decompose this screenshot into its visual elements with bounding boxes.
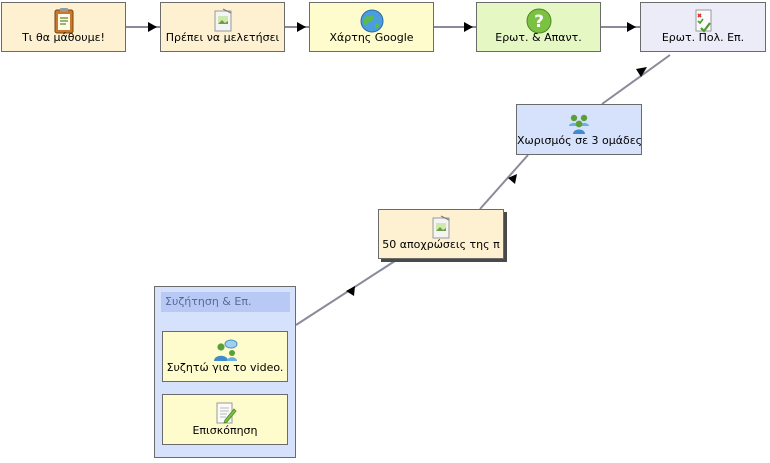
edge-6-7 xyxy=(479,154,529,210)
clipboard-notes-icon xyxy=(54,8,73,34)
node-multiple-choice[interactable]: Ερωτ. Πολ. Επ. xyxy=(640,2,766,52)
node-google-map[interactable]: Χάρτης Google xyxy=(309,2,434,52)
node-split-groups[interactable]: Χωρισμός σε 3 ομάδες xyxy=(516,104,642,155)
question-mark-icon: ? xyxy=(526,8,551,34)
picture-document-icon xyxy=(214,8,231,32)
node-discuss-video[interactable]: Συζητώ για το video. xyxy=(162,331,288,382)
node-50-shades[interactable]: 50 αποχρώσεις της π xyxy=(378,209,504,259)
arrowhead xyxy=(297,22,306,32)
discussion-people-icon xyxy=(214,339,238,361)
arrowhead xyxy=(636,67,647,77)
node-label: Ερωτ. Πολ. Επ. xyxy=(661,31,745,44)
edge-5-6 xyxy=(601,54,671,105)
node-qa[interactable]: ? Ερωτ. & Απαντ. xyxy=(476,2,601,52)
group-people-icon xyxy=(569,114,589,134)
arrowhead xyxy=(148,22,157,32)
picture-document-icon xyxy=(432,215,450,239)
arrowhead xyxy=(464,22,473,32)
node-ti-tha-mathoume[interactable]: Τι θα μάθουμε! xyxy=(1,2,126,52)
group-title: Συζήτηση & Επ. xyxy=(161,292,290,312)
node-label: Επισκόπηση xyxy=(192,424,258,437)
arrowhead xyxy=(508,174,517,184)
node-label: Τι θα μάθουμε! xyxy=(22,31,105,44)
node-label: Ερωτ. & Απαντ. xyxy=(495,31,582,44)
node-label: Συζητώ για το video. xyxy=(166,361,284,374)
node-overview[interactable]: Επισκόπηση xyxy=(162,394,288,445)
node-label: Χάρτης Google xyxy=(329,31,414,44)
node-label: Χωρισμός σε 3 ομάδες xyxy=(517,134,641,147)
edge-7-group xyxy=(295,258,399,326)
checklist-icon xyxy=(695,9,712,33)
node-label: 50 αποχρώσεις της π xyxy=(382,238,500,251)
arrowhead xyxy=(346,286,355,296)
group-discussion[interactable]: Συζήτηση & Επ. Συζητώ για το video. Επισ… xyxy=(154,286,296,458)
svg-text:?: ? xyxy=(534,12,544,32)
edit-document-icon xyxy=(216,402,237,424)
node-prepei-na-meletisei[interactable]: Πρέπει να μελετήσει xyxy=(160,2,285,52)
node-label: Πρέπει να μελετήσει xyxy=(165,31,280,44)
arrowhead xyxy=(627,22,636,32)
globe-icon xyxy=(360,9,383,33)
